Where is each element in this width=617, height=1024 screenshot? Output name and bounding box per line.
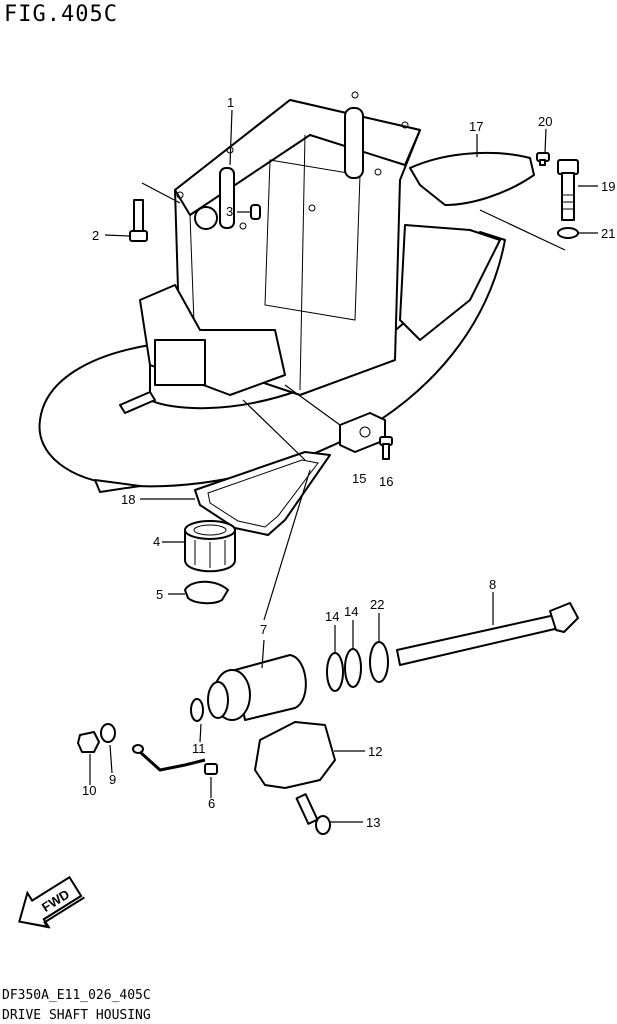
part-16-screw[interactable] [379,436,393,460]
callout-16: 16 [379,474,393,489]
part-6-screw[interactable] [204,763,218,775]
callout-18: 18 [121,492,135,507]
callout-6: 6 [208,796,215,811]
callout-15: 15 [352,471,366,486]
part-9-washer[interactable] [100,723,116,743]
callout-11: 11 [192,741,206,756]
part-22-washer[interactable] [369,641,389,683]
part-5-circlip[interactable] [184,580,229,605]
callout-13: 13 [366,815,380,830]
figure-title: FIG.405C [4,2,118,27]
callout-1: 1 [227,95,234,110]
callout-10: 10 [82,783,96,798]
callout-21: 21 [601,226,615,241]
callout-4: 4 [153,534,160,549]
part-11-washer[interactable] [190,698,204,722]
ground-wire[interactable] [138,750,206,772]
figure-code: DF350A_E11_026_405C [2,988,151,1003]
callout-12: 12 [368,744,382,759]
part-8-long-bolt[interactable] [396,602,579,666]
callout-2: 2 [92,228,99,243]
part-4-bushing[interactable] [184,520,236,573]
figure-caption: DRIVE SHAFT HOUSING [2,1008,151,1023]
part-1-drive-shaft-housing[interactable] [38,91,506,493]
callout-17: 17 [469,119,483,134]
part-13-bolt[interactable] [295,793,331,835]
callout-20: 20 [538,114,552,129]
callout-8: 8 [489,577,496,592]
callout-14b: 14 [344,604,358,619]
part-12-bracket[interactable] [254,721,336,789]
leader-lines [89,109,598,823]
part-17-cover[interactable] [409,151,535,206]
part-3-pin[interactable] [250,204,261,220]
part-14-washer-a[interactable] [326,652,344,692]
callout-3: 3 [226,204,233,219]
callout-14a: 14 [325,609,339,624]
callout-22: 22 [370,597,384,612]
part-20-screw[interactable] [536,152,550,166]
part-14-washer-b[interactable] [344,648,362,688]
part-18-seal[interactable] [194,451,331,536]
callout-7: 7 [260,622,267,637]
callout-5: 5 [156,587,163,602]
callout-numbers: 1 2 3 4 5 6 7 8 9 10 11 12 13 14 14 15 1… [82,95,615,830]
part-21-washer[interactable] [557,227,579,239]
part-7-mount[interactable] [207,654,307,721]
part-2-bolt[interactable] [129,199,148,242]
part-19-bolt[interactable] [557,159,579,221]
part-10-nut[interactable] [77,731,100,753]
callout-19: 19 [601,179,615,194]
fwd-arrow-icon: FWD [18,875,85,929]
callout-9: 9 [109,772,116,787]
